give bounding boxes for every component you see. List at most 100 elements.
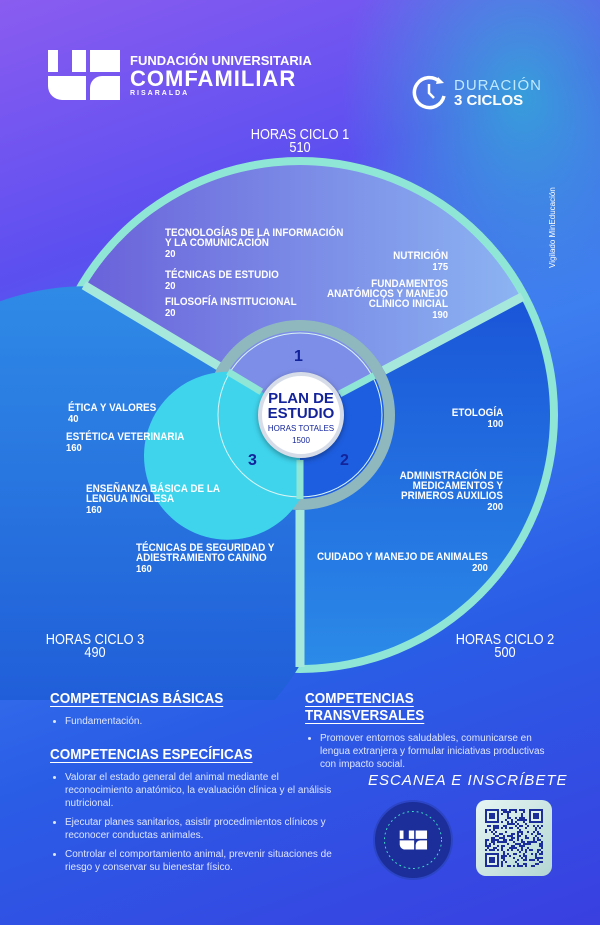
qr-module bbox=[537, 851, 539, 853]
qr-module bbox=[505, 841, 507, 843]
qr-module bbox=[517, 823, 519, 825]
qr-module bbox=[489, 829, 491, 831]
org-line2: COMFAMILIAR bbox=[130, 66, 297, 91]
qr-module bbox=[505, 827, 507, 829]
cycle3-number: 3 bbox=[248, 452, 257, 469]
course-hours: 20 bbox=[165, 248, 176, 260]
qr-code[interactable] bbox=[476, 800, 552, 876]
qr-module bbox=[527, 843, 529, 845]
qr-module bbox=[523, 855, 525, 857]
qr-module bbox=[535, 857, 537, 859]
qr-module bbox=[511, 823, 513, 825]
qr-module bbox=[507, 813, 509, 815]
course-name: TECNOLOGÍAS DE LA INFORMACIÓN Y LA COMUN… bbox=[165, 227, 344, 249]
qr-module bbox=[511, 827, 513, 829]
qr-module bbox=[503, 857, 505, 859]
qr-module bbox=[515, 817, 517, 819]
qr-module bbox=[511, 847, 513, 849]
qr-module bbox=[513, 845, 515, 847]
qr-module bbox=[513, 823, 515, 825]
qr-module bbox=[531, 865, 533, 867]
qr-module bbox=[509, 839, 511, 841]
qr-module bbox=[495, 831, 497, 833]
qr-module bbox=[505, 809, 507, 811]
qr-module bbox=[503, 835, 505, 837]
seal-logo-icon bbox=[384, 811, 442, 869]
qr-module bbox=[537, 859, 539, 861]
qr-module bbox=[503, 837, 505, 839]
qr-module bbox=[519, 829, 521, 831]
qr-module bbox=[489, 857, 495, 863]
list-item: Controlar el comportamiento animal, prev… bbox=[65, 848, 340, 874]
qr-module bbox=[511, 835, 513, 837]
qr-module bbox=[541, 847, 543, 849]
qr-module bbox=[503, 859, 505, 861]
qr-module bbox=[521, 831, 523, 833]
qr-module bbox=[521, 813, 523, 815]
course-hours: 175 bbox=[432, 261, 448, 273]
qr-module bbox=[507, 811, 509, 813]
qr-module bbox=[541, 843, 543, 845]
qr-module bbox=[527, 841, 529, 843]
qr-module bbox=[501, 833, 503, 835]
course-name: ENSEÑANZA BÁSICA DE LA LENGUA INGLESA bbox=[86, 483, 220, 505]
qr-module bbox=[537, 857, 539, 859]
qr-module bbox=[531, 859, 533, 861]
qr-module bbox=[539, 827, 541, 829]
divider-line bbox=[81, 281, 221, 370]
qr-module bbox=[521, 817, 523, 819]
qr-module bbox=[539, 853, 541, 855]
qr-module bbox=[537, 825, 539, 827]
qr-module bbox=[515, 825, 517, 827]
qr-module bbox=[501, 847, 503, 849]
course-hours: 190 bbox=[432, 309, 448, 321]
section-title: COMPETENCIAS ESPECÍFICAS bbox=[50, 746, 253, 763]
course-hours: 40 bbox=[68, 413, 79, 425]
qr-module bbox=[497, 827, 499, 829]
qr-module bbox=[537, 837, 539, 839]
qr-module bbox=[541, 825, 543, 827]
qr-module bbox=[489, 825, 491, 827]
qr-module bbox=[523, 843, 525, 845]
qr-module bbox=[533, 825, 535, 827]
qr-module bbox=[495, 825, 497, 827]
qr-module bbox=[531, 849, 533, 851]
qr-module bbox=[489, 843, 491, 845]
cycle2-number: 2 bbox=[340, 452, 349, 469]
duration-label: DURACIÓN bbox=[454, 76, 543, 94]
qr-module bbox=[513, 833, 515, 835]
cycle2-value: 500 bbox=[494, 644, 516, 661]
qr-module bbox=[511, 837, 513, 839]
course-hours: 160 bbox=[66, 442, 82, 454]
qr-module bbox=[523, 845, 525, 847]
qr-module bbox=[491, 839, 493, 841]
qr-module bbox=[497, 825, 499, 827]
qr-module bbox=[515, 811, 517, 813]
qr-module bbox=[525, 843, 527, 845]
qr-module bbox=[541, 861, 543, 863]
qr-module bbox=[489, 849, 491, 851]
course: FUNDAMENTOS ANATÓMICOS Y MANEJO CLÍNICO … bbox=[304, 279, 448, 321]
duration-value: 3 CICLOS bbox=[454, 91, 524, 109]
qr-module bbox=[485, 829, 487, 831]
qr-module bbox=[501, 863, 503, 865]
inner-dividers bbox=[226, 368, 376, 499]
qr-module bbox=[525, 849, 527, 851]
qr-module bbox=[501, 857, 503, 859]
qr-module bbox=[507, 843, 509, 845]
qr-module bbox=[493, 849, 495, 851]
qr-module bbox=[507, 849, 509, 851]
total-value: 1500 bbox=[292, 436, 310, 445]
qr-module bbox=[487, 839, 489, 841]
qr-module bbox=[539, 843, 541, 845]
qr-module bbox=[533, 865, 535, 867]
qr-module bbox=[519, 825, 521, 827]
qr-module bbox=[535, 829, 537, 831]
course-hours: 200 bbox=[472, 562, 488, 574]
qr-module bbox=[521, 833, 523, 835]
qr-module bbox=[487, 825, 489, 827]
